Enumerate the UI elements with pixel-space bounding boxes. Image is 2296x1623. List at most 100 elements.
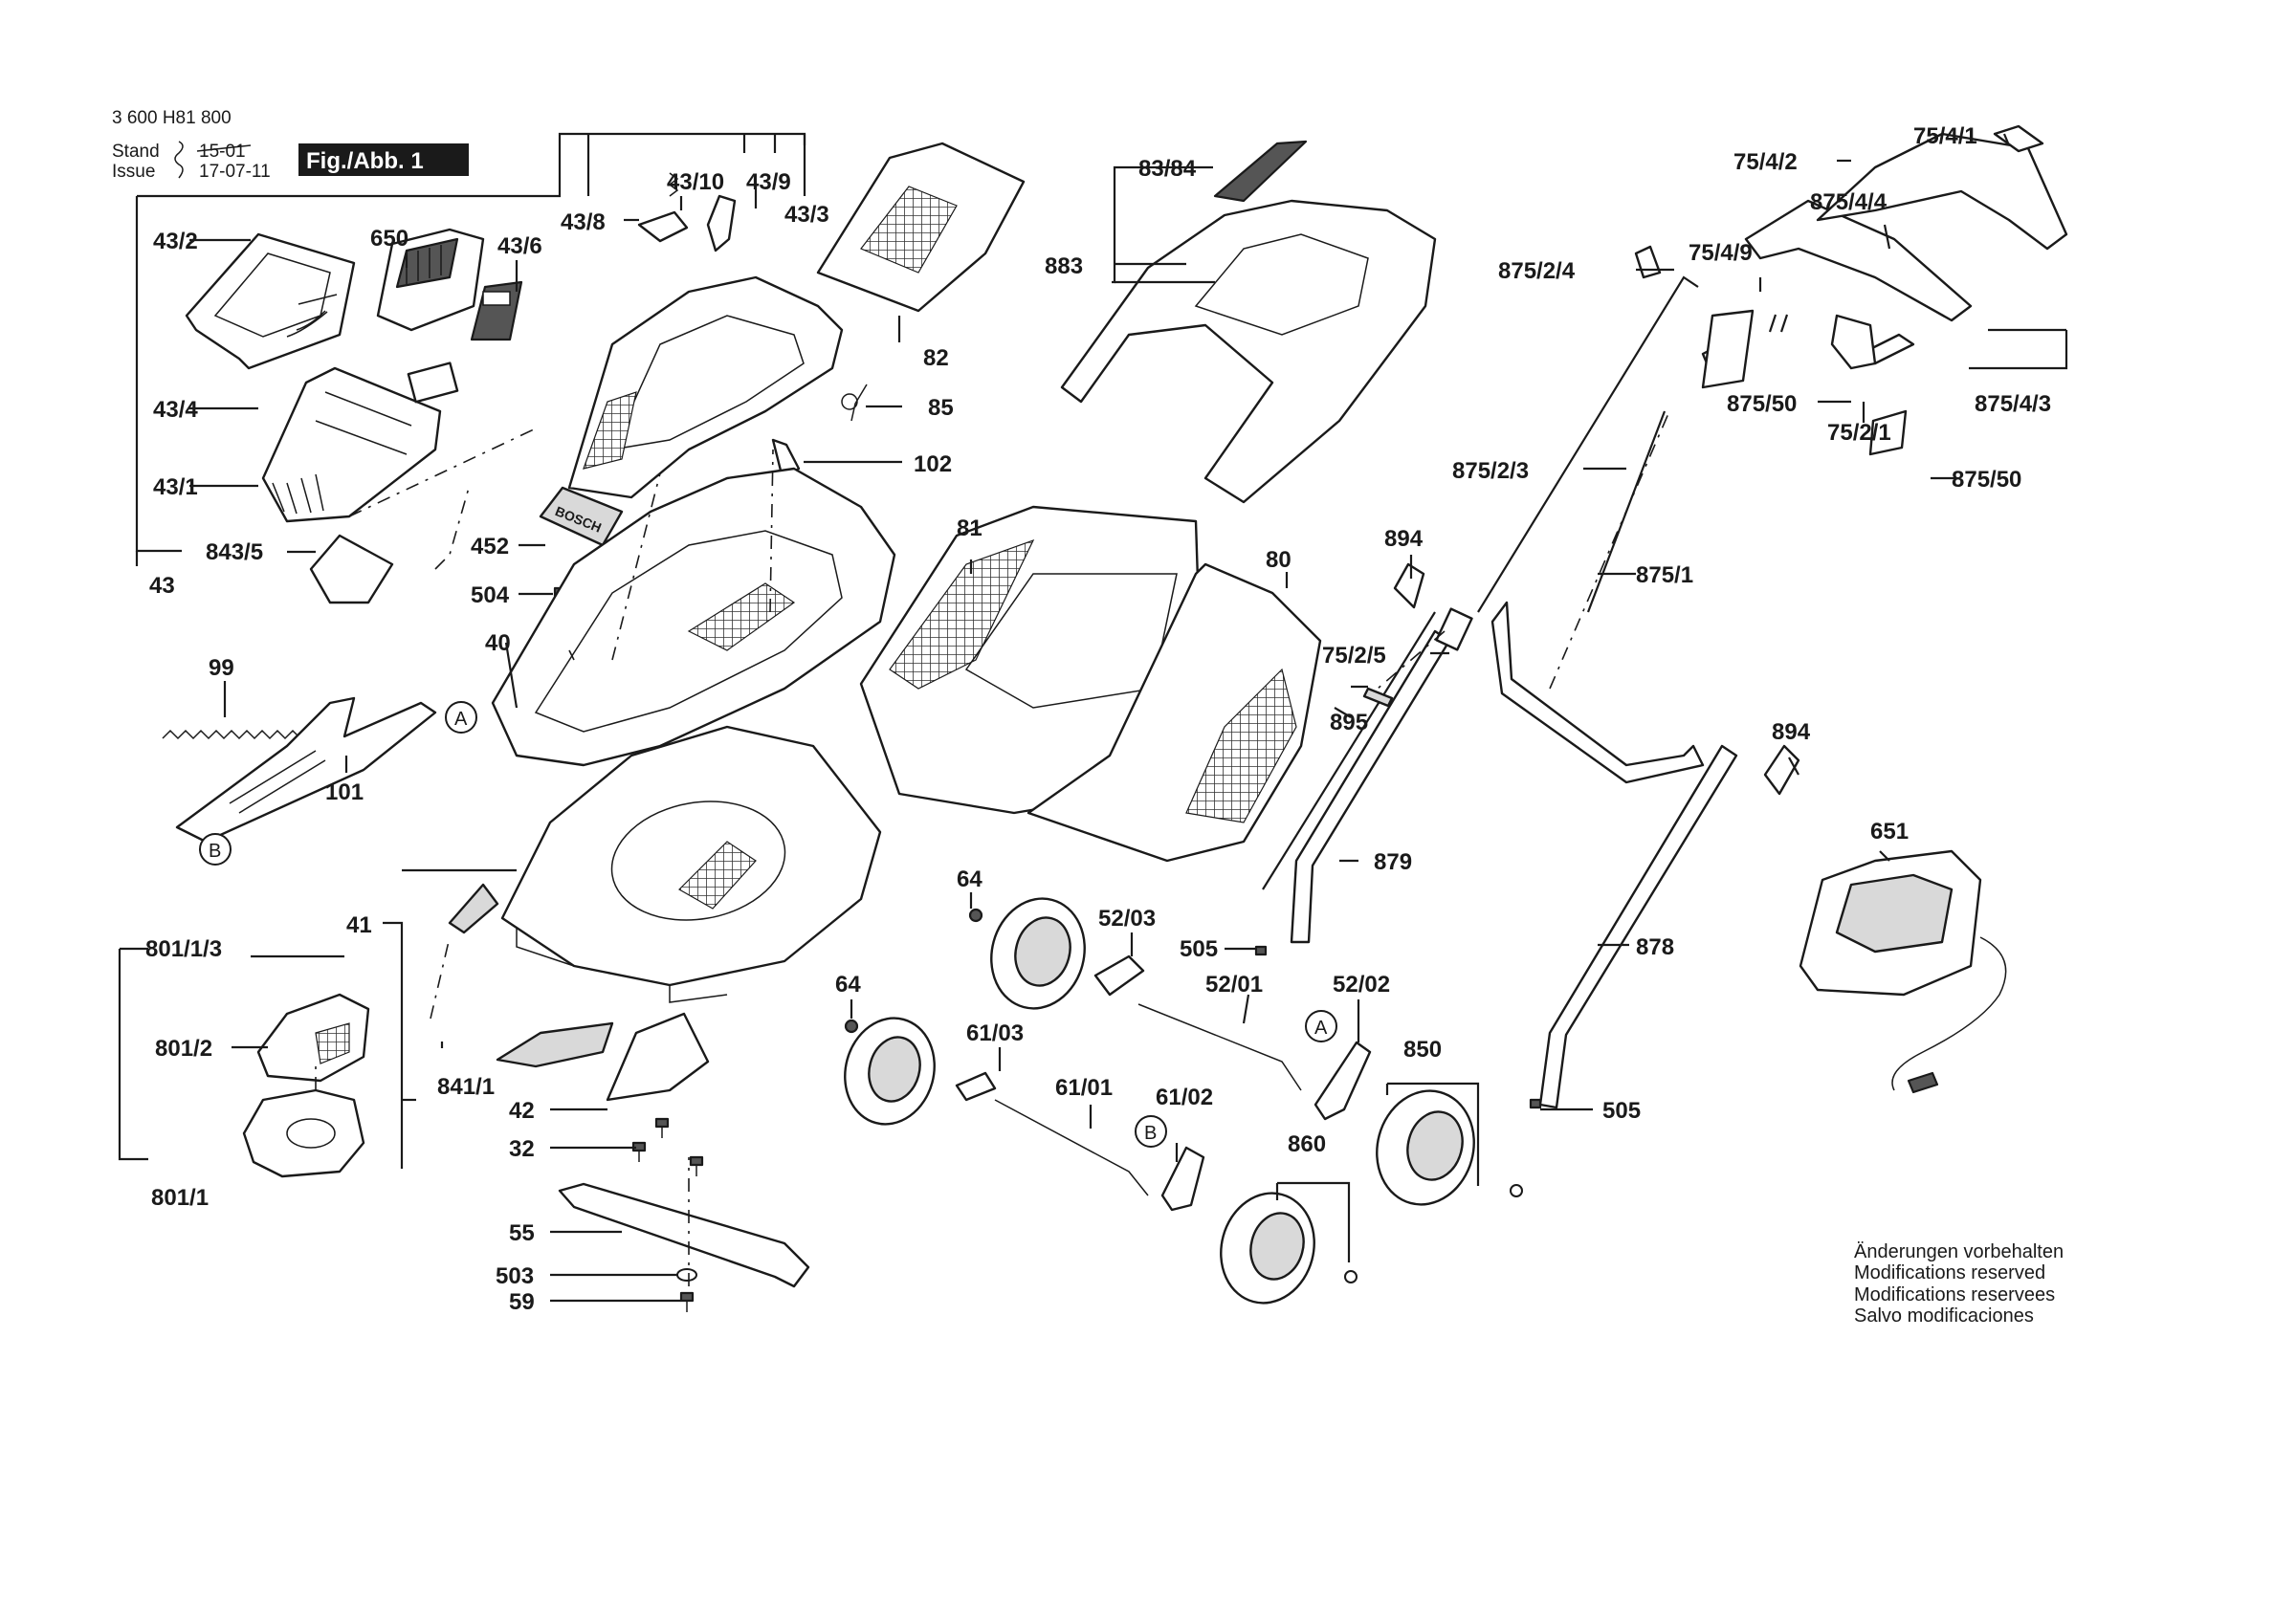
label-41: 41: [346, 912, 372, 938]
grass-box-lid-part: [1060, 199, 1437, 504]
small-battery-part: [470, 280, 523, 341]
wheel-front-left-part: [844, 1017, 936, 1126]
battery-charger-part: [1799, 849, 2007, 1094]
label-52-03: 52/03: [1098, 906, 1156, 932]
height-lever-part: [175, 696, 437, 844]
marker-b-lower: B: [1135, 1115, 1167, 1148]
label-55: 55: [509, 1220, 535, 1246]
label-43-6: 43/6: [497, 233, 542, 259]
figure-label: Fig./Abb. 1: [306, 148, 424, 174]
wheel-small-parts: [844, 908, 1523, 1283]
label-82: 82: [923, 345, 949, 371]
deflector-part: [606, 1012, 710, 1102]
label-875-4-3: 875/4/3: [1975, 391, 2051, 417]
issue-label: Issue: [112, 162, 155, 182]
label-59: 59: [509, 1289, 535, 1315]
latch-part: [637, 210, 689, 243]
stand-value: 15-01: [199, 142, 246, 162]
label-504: 504: [471, 582, 510, 608]
svg-text:B: B: [1144, 1123, 1157, 1144]
marker-a-top: A: [445, 701, 477, 734]
battery-lid-part: [185, 232, 356, 370]
label-841-1: 841/1: [437, 1074, 495, 1100]
battery-pack-part: [376, 228, 485, 332]
label-43-2: 43/2: [153, 229, 198, 254]
notice-es: Salvo modificaciones: [1854, 1305, 2034, 1327]
label-505-b: 505: [1602, 1098, 1641, 1124]
wheel-rear-right-part: [1376, 1089, 1475, 1206]
label-503: 503: [496, 1263, 534, 1289]
chute-parts: [448, 883, 614, 1068]
label-85: 85: [928, 395, 954, 421]
label-879: 879: [1374, 849, 1412, 875]
label-83-84: 83/84: [1138, 156, 1197, 182]
label-64-a: 64: [957, 866, 982, 892]
issue-value: 17-07-11: [199, 162, 271, 182]
stand-label: Stand: [112, 142, 160, 162]
label-52-01: 52/01: [1205, 972, 1263, 998]
battery-group-bracket: [135, 132, 806, 566]
label-894-a: 894: [1384, 526, 1424, 552]
screws-32-part: [631, 1117, 704, 1176]
label-101: 101: [325, 779, 364, 805]
label-75-2-5: 75/2/5: [1322, 643, 1386, 669]
label-505-a: 505: [1180, 936, 1218, 962]
label-895: 895: [1330, 710, 1368, 735]
handle-small-parts: [1362, 124, 2068, 1109]
label-878: 878: [1636, 934, 1674, 960]
blade-part: [558, 1182, 810, 1288]
label-52-02: 52/02: [1333, 972, 1390, 998]
torsion-spring-part: [841, 384, 868, 422]
top-cover-part: [816, 142, 1026, 313]
hook-part: [706, 194, 737, 252]
grass-box-outer-part: [1027, 562, 1322, 863]
part-labels: 43/2 650 43/6 43/8 43/10 43/9 43/3 82 85…: [145, 123, 2051, 1315]
marker-a-lower: A: [1305, 1010, 1337, 1042]
motor-cover-part: [256, 993, 370, 1083]
long-spring-part: [162, 729, 301, 740]
label-80: 80: [1266, 547, 1292, 573]
mower-deck-part: [500, 725, 882, 1003]
notice-de: Änderungen vorbehalten: [1854, 1241, 2064, 1262]
label-99: 99: [209, 655, 234, 681]
label-81: 81: [957, 515, 982, 541]
carry-handle-part: [1213, 140, 1308, 203]
label-801-2: 801/2: [155, 1036, 212, 1062]
wheel-rear-left-part: [990, 897, 1086, 1010]
label-43-4: 43/4: [153, 397, 198, 423]
main-housing-part: [491, 467, 896, 767]
washer-bolt-part: [676, 1268, 697, 1312]
label-61-01: 61/01: [1055, 1075, 1113, 1101]
label-875-50-b: 875/50: [1952, 467, 2021, 493]
label-875-50-a: 875/50: [1727, 391, 1797, 417]
label-860: 860: [1288, 1131, 1326, 1157]
notice-en: Modifications reserved: [1854, 1262, 2045, 1283]
motor-part: [242, 1088, 365, 1178]
label-894-b: 894: [1772, 719, 1811, 745]
label-650: 650: [370, 226, 408, 252]
label-102: 102: [914, 451, 952, 477]
label-801-1: 801/1: [151, 1185, 209, 1211]
label-61-03: 61/03: [966, 1020, 1024, 1046]
label-42: 42: [509, 1098, 535, 1124]
label-875-2-3: 875/2/3: [1452, 458, 1529, 484]
bracket-icon: [174, 141, 184, 179]
label-43-1: 43/1: [153, 474, 198, 500]
label-843-5: 843/5: [206, 539, 263, 565]
label-43-3: 43/3: [784, 202, 829, 228]
label-875-2-4: 875/2/4: [1498, 258, 1576, 284]
svg-text:B: B: [209, 841, 221, 862]
figure-badge: [298, 143, 469, 176]
battery-clip-part: [309, 534, 394, 604]
leader-lines: [118, 133, 2068, 1303]
label-875-4-4: 875/4/4: [1810, 189, 1888, 215]
marker-b-left: B: [199, 833, 232, 866]
label-61-02: 61/02: [1156, 1085, 1213, 1110]
modifications-notice: Änderungen vorbehalten Modifications res…: [1854, 1241, 2064, 1327]
label-850: 850: [1403, 1037, 1442, 1063]
label-452: 452: [471, 534, 509, 559]
label-75-4-1: 75/4/1: [1913, 123, 1977, 149]
alignment-lines: [315, 410, 1670, 1286]
